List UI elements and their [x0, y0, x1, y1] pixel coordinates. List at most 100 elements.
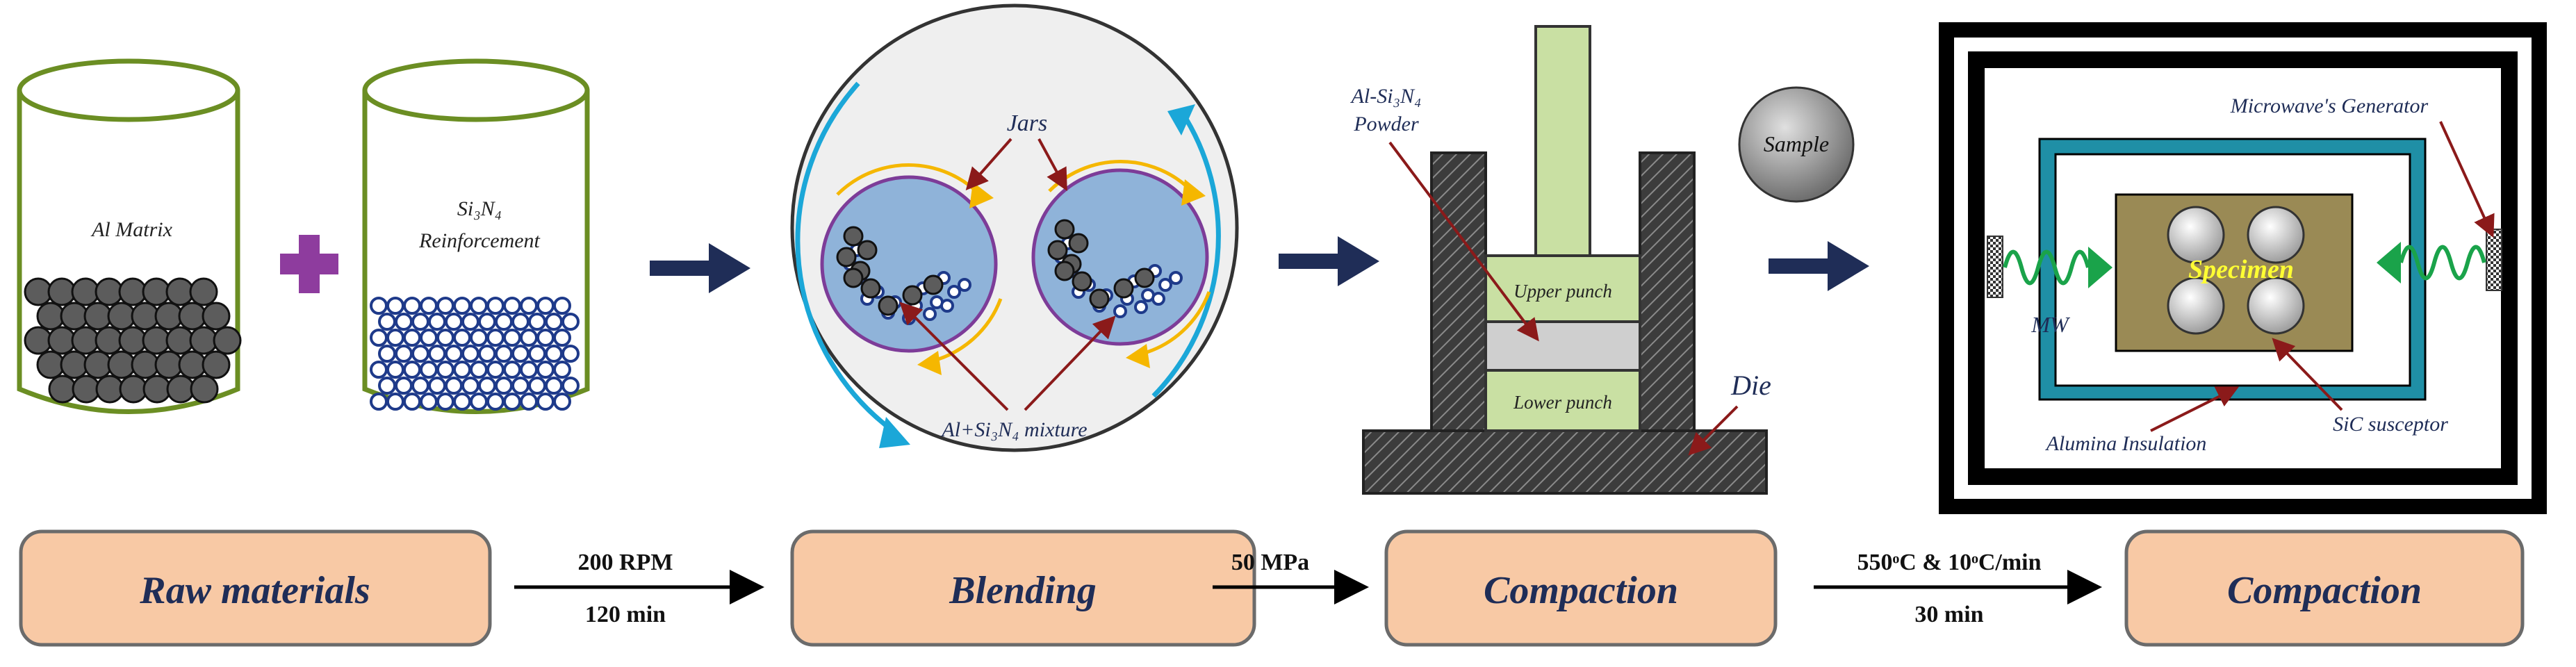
- specimen-box: [2115, 193, 2354, 352]
- si3n4-particle: [395, 345, 413, 363]
- al-particle: [83, 350, 113, 379]
- si3n4-particle: [503, 297, 521, 315]
- si3n4-particle: [470, 393, 488, 411]
- al-particle: [71, 277, 100, 306]
- si3n4-particle: [370, 361, 388, 379]
- al-particle: [142, 277, 171, 306]
- si3n4-particle: [561, 345, 580, 363]
- al-particle: [213, 326, 242, 355]
- si3n4-particle: [545, 313, 563, 331]
- al-particle: [1072, 271, 1092, 292]
- al-particle: [24, 277, 53, 306]
- al-particle: [923, 274, 944, 295]
- al-particle: [48, 374, 77, 404]
- al-particle: [60, 302, 89, 331]
- si3n4-particle: [378, 377, 396, 395]
- al-particle: [47, 277, 76, 306]
- al-particle: [1068, 233, 1089, 254]
- al-particle: [878, 295, 899, 316]
- step-label-raw-materials: Raw materials: [139, 569, 370, 612]
- sample-disc: [1738, 86, 1855, 203]
- si3n4-particle: [378, 345, 396, 363]
- al-particle: [1134, 267, 1155, 288]
- microwave-furnace: Specimen Microwave's Generator MW Alumin…: [1939, 22, 2547, 514]
- si3n4-particle: [420, 329, 438, 347]
- compaction-die: Upper punch Lower punch Al-Si₃N₄ Powder …: [1350, 25, 1855, 495]
- al-particle: [857, 240, 878, 261]
- si3n4-particle: [1169, 271, 1183, 285]
- si3n4-particle: [420, 393, 438, 411]
- al-particle: [1047, 240, 1068, 261]
- sample-label: Sample: [1764, 131, 1829, 156]
- al-particle: [202, 302, 231, 331]
- al-particle: [843, 226, 864, 247]
- si3n4-particle: [470, 329, 488, 347]
- si3n4-particle: [461, 345, 479, 363]
- al-particle: [860, 278, 881, 299]
- upper-punch: [1484, 254, 1641, 323]
- si3n4-particle: [561, 313, 580, 331]
- specimen-disc: [2247, 277, 2305, 335]
- si3n4-particle: [436, 393, 454, 411]
- si3n4-particle: [428, 313, 446, 331]
- generator-label: Microwave's Generator: [2230, 94, 2429, 117]
- si3n4-particle: [370, 393, 388, 411]
- right-mw-wave: [2399, 245, 2486, 281]
- si3n4-particle: [411, 313, 429, 331]
- si3n4-particle: [436, 361, 454, 379]
- transition-3-bottom: 30 min: [1914, 602, 1983, 627]
- si3n4-particle: [495, 377, 513, 395]
- si3n4-particle: [453, 361, 471, 379]
- si3n4-particle: [445, 345, 463, 363]
- transition-1-bottom: 120 min: [585, 602, 666, 627]
- si3n4-particle: [486, 297, 504, 315]
- si3n4-particle: [520, 329, 538, 347]
- si3n4-particle: [420, 361, 438, 379]
- mixture-label: Al+Si₃N₄ mixture: [940, 418, 1087, 441]
- si3n4-particle: [445, 377, 463, 395]
- si3n4-particle: [1158, 278, 1172, 292]
- al-particle: [131, 302, 160, 331]
- si3n4-particle: [520, 393, 538, 411]
- lower-punch-label: Lower punch: [1513, 392, 1612, 413]
- si3n4-particle: [486, 361, 504, 379]
- si3n4-particle: [495, 345, 513, 363]
- si3n4-label-line2: Reinforcement: [418, 229, 540, 252]
- si3n4-particle: [553, 329, 571, 347]
- si3n4-particle: [545, 377, 563, 395]
- al-particle: [36, 350, 65, 379]
- flow-arrow-3: [1769, 241, 1869, 291]
- si3n4-particle: [536, 329, 555, 347]
- si3n4-particle: [461, 377, 479, 395]
- si3n4-particle: [528, 345, 546, 363]
- al-particle: [36, 302, 65, 331]
- si3n4-particle: [553, 361, 571, 379]
- al-particle: [189, 326, 218, 355]
- si3n4-particle: [403, 329, 421, 347]
- si3n4-particle: [520, 297, 538, 315]
- si3n4-particle: [478, 377, 496, 395]
- specimen-label: Specimen: [2188, 255, 2294, 284]
- si3n4-particle: [503, 361, 521, 379]
- transition-2-top: 50 MPa: [1231, 550, 1309, 575]
- al-particle: [142, 374, 172, 404]
- si3n4-particle: [370, 329, 388, 347]
- si3n4-particle: [378, 313, 396, 331]
- si3n4-particle: [478, 313, 496, 331]
- right-jar-mixture: [1047, 219, 1183, 318]
- step-box-final: [2124, 529, 2525, 647]
- al-matrix-particles: [24, 277, 242, 404]
- al-particle: [95, 374, 124, 404]
- al-particle: [60, 350, 89, 379]
- step-label-blending: Blending: [949, 569, 1097, 612]
- si3n4-particle: [1113, 304, 1127, 318]
- si3n4-particle: [453, 297, 471, 315]
- al-particle: [119, 374, 148, 404]
- al-particle: [190, 374, 219, 404]
- si3n4-particle: [436, 297, 454, 315]
- si3n4-particle: [411, 345, 429, 363]
- al-particle: [202, 350, 231, 379]
- si3n4-particle: [395, 377, 413, 395]
- al-particle: [131, 350, 160, 379]
- insulation-label: Alumina Insulation: [2045, 432, 2207, 455]
